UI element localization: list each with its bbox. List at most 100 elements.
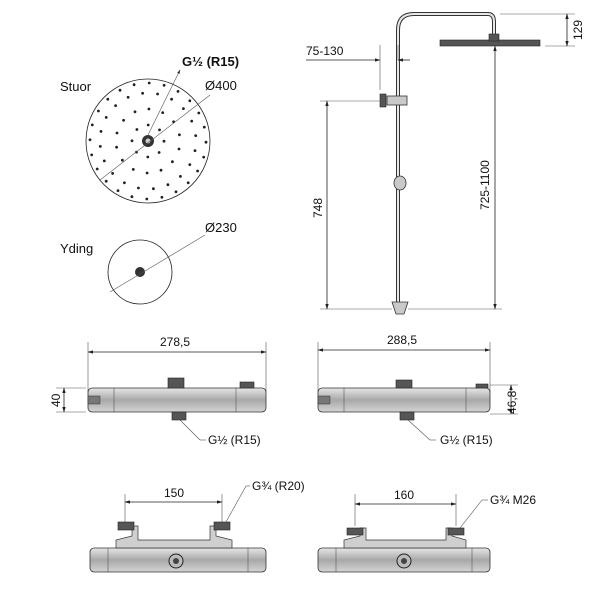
nozzle [88, 138, 92, 142]
nozzle [130, 195, 134, 199]
nozzle [170, 97, 174, 101]
large-head-nozzles [88, 81, 208, 201]
mixer-outlet [399, 411, 415, 421]
mixer-rear-left: 150 G¾ (R20) [89, 479, 305, 573]
nozzle [162, 83, 166, 87]
small-diameter-label: Ø230 [205, 220, 237, 235]
nozzle [159, 168, 163, 172]
nozzle [135, 128, 139, 131]
nozzle [141, 91, 145, 95]
dim-725-1100: 725-1100 [478, 160, 492, 210]
large-thread-leader [147, 69, 181, 136]
nozzle [152, 187, 155, 191]
nozzle [98, 145, 102, 148]
column-outlet [391, 301, 409, 315]
mixer-body [87, 387, 267, 413]
thread-right-bottom: G¾ M26 [490, 493, 536, 507]
nozzle [197, 111, 201, 115]
nozzle [161, 111, 165, 114]
nozzle [188, 163, 192, 167]
thread-right-top: G½ (R15) [440, 433, 493, 447]
nozzle [202, 125, 206, 129]
dim-278-5: 278,5 [160, 335, 190, 349]
dim-150: 150 [164, 486, 184, 500]
nozzle [133, 110, 137, 114]
dim-40: 40 [49, 393, 63, 407]
nozzle [115, 131, 119, 135]
nozzle [182, 107, 185, 110]
nozzle [171, 160, 174, 164]
nozzle [174, 190, 178, 194]
nozzle [111, 172, 114, 175]
nozzle [131, 168, 135, 171]
nozzle [115, 145, 118, 149]
nozzle [106, 97, 110, 101]
mixer-rear-right: 160 G¾ M26 [317, 488, 536, 573]
small-diameter-leader [109, 234, 206, 293]
inlet-left [117, 521, 135, 531]
nozzle [121, 158, 124, 162]
nozzle [156, 92, 160, 96]
small-head-label: Yding [60, 241, 93, 256]
nozzle [147, 81, 151, 85]
inlet-right [213, 521, 231, 531]
small-head-center [135, 267, 145, 277]
thread-left-bottom: G¾ (R20) [252, 479, 305, 493]
inlet-left [346, 527, 364, 536]
dim-748: 748 [311, 198, 325, 218]
dim-160: 160 [394, 488, 414, 502]
nozzle [177, 147, 181, 151]
nozzle [126, 95, 130, 99]
slider [393, 175, 407, 191]
nozzle [118, 88, 122, 92]
mixer-top-nut [395, 379, 413, 389]
nozzle [104, 179, 108, 183]
nozzle [178, 133, 181, 137]
nozzle [90, 153, 94, 157]
nozzle [122, 118, 125, 122]
dim-75-130: 75-130 [306, 44, 344, 58]
nozzle [132, 83, 136, 87]
inlet-right [447, 527, 465, 536]
nozzle [97, 109, 100, 113]
nozzle [130, 139, 134, 143]
dim-288-5: 288,5 [387, 333, 417, 347]
nozzle [137, 186, 140, 190]
nozzle [179, 175, 182, 178]
dim-46-8: 46,8 [505, 390, 519, 414]
large-diameter-label: Ø400 [205, 78, 237, 93]
nozzle [95, 167, 99, 171]
nozzle [102, 159, 106, 163]
nozzle [196, 169, 200, 173]
mixer-front-right: 288,5 46,8 G½ (R15) [317, 333, 519, 447]
wall-bracket [386, 95, 408, 106]
large-thread-label: G½ (R15) [182, 54, 239, 69]
nozzle [190, 119, 194, 123]
nozzle [146, 123, 150, 127]
nozzle [158, 128, 161, 132]
nozzle [123, 181, 126, 185]
large-shower-head: Stuor G½ (R15) Ø400 [60, 54, 239, 204]
mixer-front-left: 278,5 40 G½ (R15) [49, 335, 267, 447]
nozzle [157, 151, 161, 154]
nozzle [176, 90, 180, 93]
nozzle [194, 134, 198, 138]
dim-129: 129 [571, 20, 585, 40]
nozzle [162, 139, 166, 143]
nozzle [147, 107, 151, 111]
mixer-top-nut [167, 377, 185, 389]
nozzle [204, 140, 208, 144]
nozzle [145, 171, 149, 175]
nozzle [114, 104, 117, 107]
nozzle [193, 149, 197, 153]
large-head-outline [85, 78, 211, 204]
nozzle [145, 197, 149, 201]
nozzle [116, 189, 120, 193]
mixer-outlet [171, 411, 187, 421]
small-head-outline [107, 239, 173, 305]
shower-column: 129 75-130 748 725-1100 [306, 12, 585, 315]
large-head-label: Stuor [60, 79, 92, 94]
large-diameter-leader [99, 94, 211, 181]
small-shower-head: Yding Ø230 [60, 220, 237, 305]
